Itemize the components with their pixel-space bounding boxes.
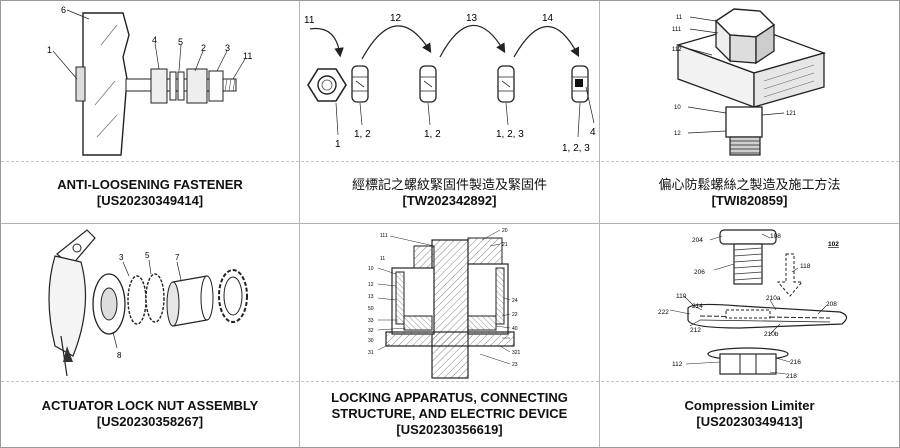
patent-number: [US20230356619] [300, 422, 599, 438]
figure-label: 4 [590, 127, 596, 138]
patent-caption: LOCKING APPARATUS, CONNECTING STRUCTURE,… [300, 382, 599, 446]
figure-label: 13 [368, 294, 374, 300]
figure-label: 218 [786, 373, 797, 380]
figure-label: 222 [658, 309, 669, 316]
figure-label: 24 [512, 298, 518, 304]
figure-label: 210a [766, 295, 781, 302]
patent-card-marked-threaded-fastener[interactable]: 11 12 13 14 1 1, 2 1, 2 1, 2, 3 1, 2, 3 … [300, 1, 599, 223]
figure-label: 33 [368, 318, 374, 324]
figure-label: 208 [826, 301, 837, 308]
figure-label: 40 [512, 326, 518, 332]
figure-label: 216 [790, 359, 801, 366]
figure-label: 111 [672, 27, 682, 33]
figure-label: 5 [145, 251, 150, 260]
figure-label: 1, 2 [354, 129, 371, 140]
figure-label: 111 [380, 233, 388, 239]
patent-title: ANTI-LOOSENING FASTENER [1, 177, 299, 193]
figure-label: 210b [764, 331, 779, 338]
patent-number: [US20230349413] [600, 414, 899, 430]
figure-label: 2 [201, 43, 206, 53]
patent-number: [TW202342892] [300, 193, 599, 209]
step-label: 11 [304, 15, 315, 26]
patent-card-locking-apparatus[interactable]: 20 111 21 11 10 12 13 50 24 22 33 32 30 … [300, 224, 599, 447]
patent-title-line-1: LOCKING APPARATUS, CONNECTING [300, 390, 599, 406]
step-label: 12 [390, 13, 402, 24]
figure-label: 204 [692, 237, 703, 244]
figure-label: 10 [368, 266, 374, 272]
figure-label: 30 [368, 338, 374, 344]
figure-label: 321 [512, 350, 521, 356]
locking-apparatus-drawing: 20 111 21 11 10 12 13 50 24 22 33 32 30 … [350, 224, 550, 380]
patent-number: [US20230349414] [1, 193, 299, 209]
patent-card-actuator-lock-nut[interactable]: 3 5 7 8 ACTUATOR LOCK NUT ASSEMBLY [US20… [1, 224, 299, 447]
figure-label: 6 [61, 5, 66, 15]
step-label: 13 [466, 13, 478, 24]
figure-label: 32 [368, 328, 374, 334]
figure-label: 23 [512, 362, 518, 368]
patent-title: 經標記之螺紋緊固件製造及緊固件 [300, 177, 599, 193]
figure-label: 206 [694, 269, 705, 276]
figure-label: 21 [502, 242, 508, 248]
figure-label: 1 [335, 139, 341, 150]
figure-label: 212 [690, 327, 701, 334]
patent-title: ACTUATOR LOCK NUT ASSEMBLY [1, 398, 299, 414]
figure-label: 12 [674, 131, 681, 137]
figure-label: 12 [368, 282, 374, 288]
figure-label: 1, 2 [424, 129, 441, 140]
patent-caption: Compression Limiter [US20230349413] [600, 384, 899, 444]
anti-loosening-fastener-drawing: 6 1 4 5 2 3 11 [31, 5, 271, 157]
figure-label: 11 [676, 15, 683, 21]
figure-label: 11 [243, 51, 252, 61]
figure-label: 20 [502, 228, 508, 234]
figure-label: 4 [152, 35, 157, 45]
patent-title-line-2: STRUCTURE, AND ELECTRIC DEVICE [300, 406, 599, 422]
figure-label: 1 [47, 45, 52, 55]
patent-card-compression-limiter[interactable]: 204 108 102 206 118 110 214 210a 208 222… [600, 224, 899, 447]
eccentric-screw-drawing: 11 111 112 10 12 121 [664, 3, 844, 161]
patent-number: [TWI820859] [600, 193, 899, 209]
figure-label: 3 [225, 43, 230, 53]
figure-label: 121 [786, 111, 797, 117]
actuator-lock-nut-drawing: 3 5 7 8 [37, 226, 263, 386]
figure-label: 8 [117, 351, 122, 360]
figure-label: 10 [674, 105, 681, 111]
figure-label: 102 [828, 241, 839, 248]
patent-caption: ACTUATOR LOCK NUT ASSEMBLY [US2023035826… [1, 384, 299, 444]
figure-label: 110 [676, 293, 687, 300]
patent-card-eccentric-screw[interactable]: 11 111 112 10 12 121 偏心防鬆螺絲之製造及施工方法 [TWI… [600, 1, 899, 223]
figure-label: 11 [380, 256, 385, 262]
patent-caption: 偏心防鬆螺絲之製造及施工方法 [TWI820859] [600, 164, 899, 222]
patent-caption: ANTI-LOOSENING FASTENER [US20230349414] [1, 164, 299, 222]
figure-label: 5 [178, 37, 183, 47]
figure-label: 50 [368, 306, 374, 312]
figure-label: 22 [512, 312, 518, 318]
figure-label: 7 [175, 253, 180, 262]
figure-label: 3 [119, 253, 124, 262]
compression-limiter-drawing: 204 108 102 206 118 110 214 210a 208 222… [630, 224, 870, 382]
patent-card-anti-loosening-fastener[interactable]: 6 1 4 5 2 3 11 ANTI-LOOSENING FASTENER [… [1, 1, 299, 223]
patent-number: [US20230358267] [1, 414, 299, 430]
figure-label: 214 [692, 303, 703, 310]
patent-title: Compression Limiter [600, 398, 899, 414]
figure-label: 108 [770, 233, 781, 240]
patent-caption: 經標記之螺紋緊固件製造及緊固件 [TW202342892] [300, 164, 599, 222]
figure-label: 31 [368, 350, 374, 356]
patent-title: 偏心防鬆螺絲之製造及施工方法 [600, 177, 899, 193]
figure-label: 112 [672, 361, 683, 368]
step-label: 14 [542, 13, 554, 24]
figure-label: 118 [800, 263, 811, 270]
marked-fastener-drawing: 11 12 13 14 1 1, 2 1, 2 1, 2, 3 1, 2, 3 … [300, 3, 599, 159]
figure-label: 112 [672, 47, 682, 53]
figure-label: 1, 2, 3 [496, 129, 524, 140]
figure-label: 1, 2, 3 [562, 143, 590, 154]
